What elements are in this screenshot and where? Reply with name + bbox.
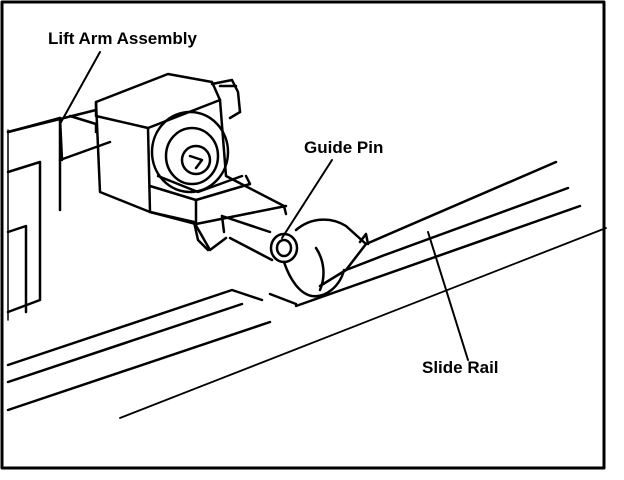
- leader-slide-rail: [427, 231, 469, 361]
- bearing-roller: [150, 110, 230, 194]
- frame-border: [0, 0, 606, 470]
- leader-lines: [59, 51, 469, 361]
- label-slide-rail: Slide Rail: [422, 358, 499, 377]
- leader-guide-pin: [281, 159, 333, 239]
- label-lift-arm-assembly: Lift Arm Assembly: [48, 29, 197, 48]
- base-plate: [6, 288, 272, 412]
- guide-roller: [282, 218, 370, 298]
- label-guide-pin: Guide Pin: [304, 138, 384, 157]
- guide-pin: [220, 214, 299, 264]
- slide-rail: [119, 160, 607, 419]
- left-block: [6, 116, 62, 321]
- lift-arm-block: [94, 72, 288, 252]
- leader-lift-arm: [59, 51, 101, 125]
